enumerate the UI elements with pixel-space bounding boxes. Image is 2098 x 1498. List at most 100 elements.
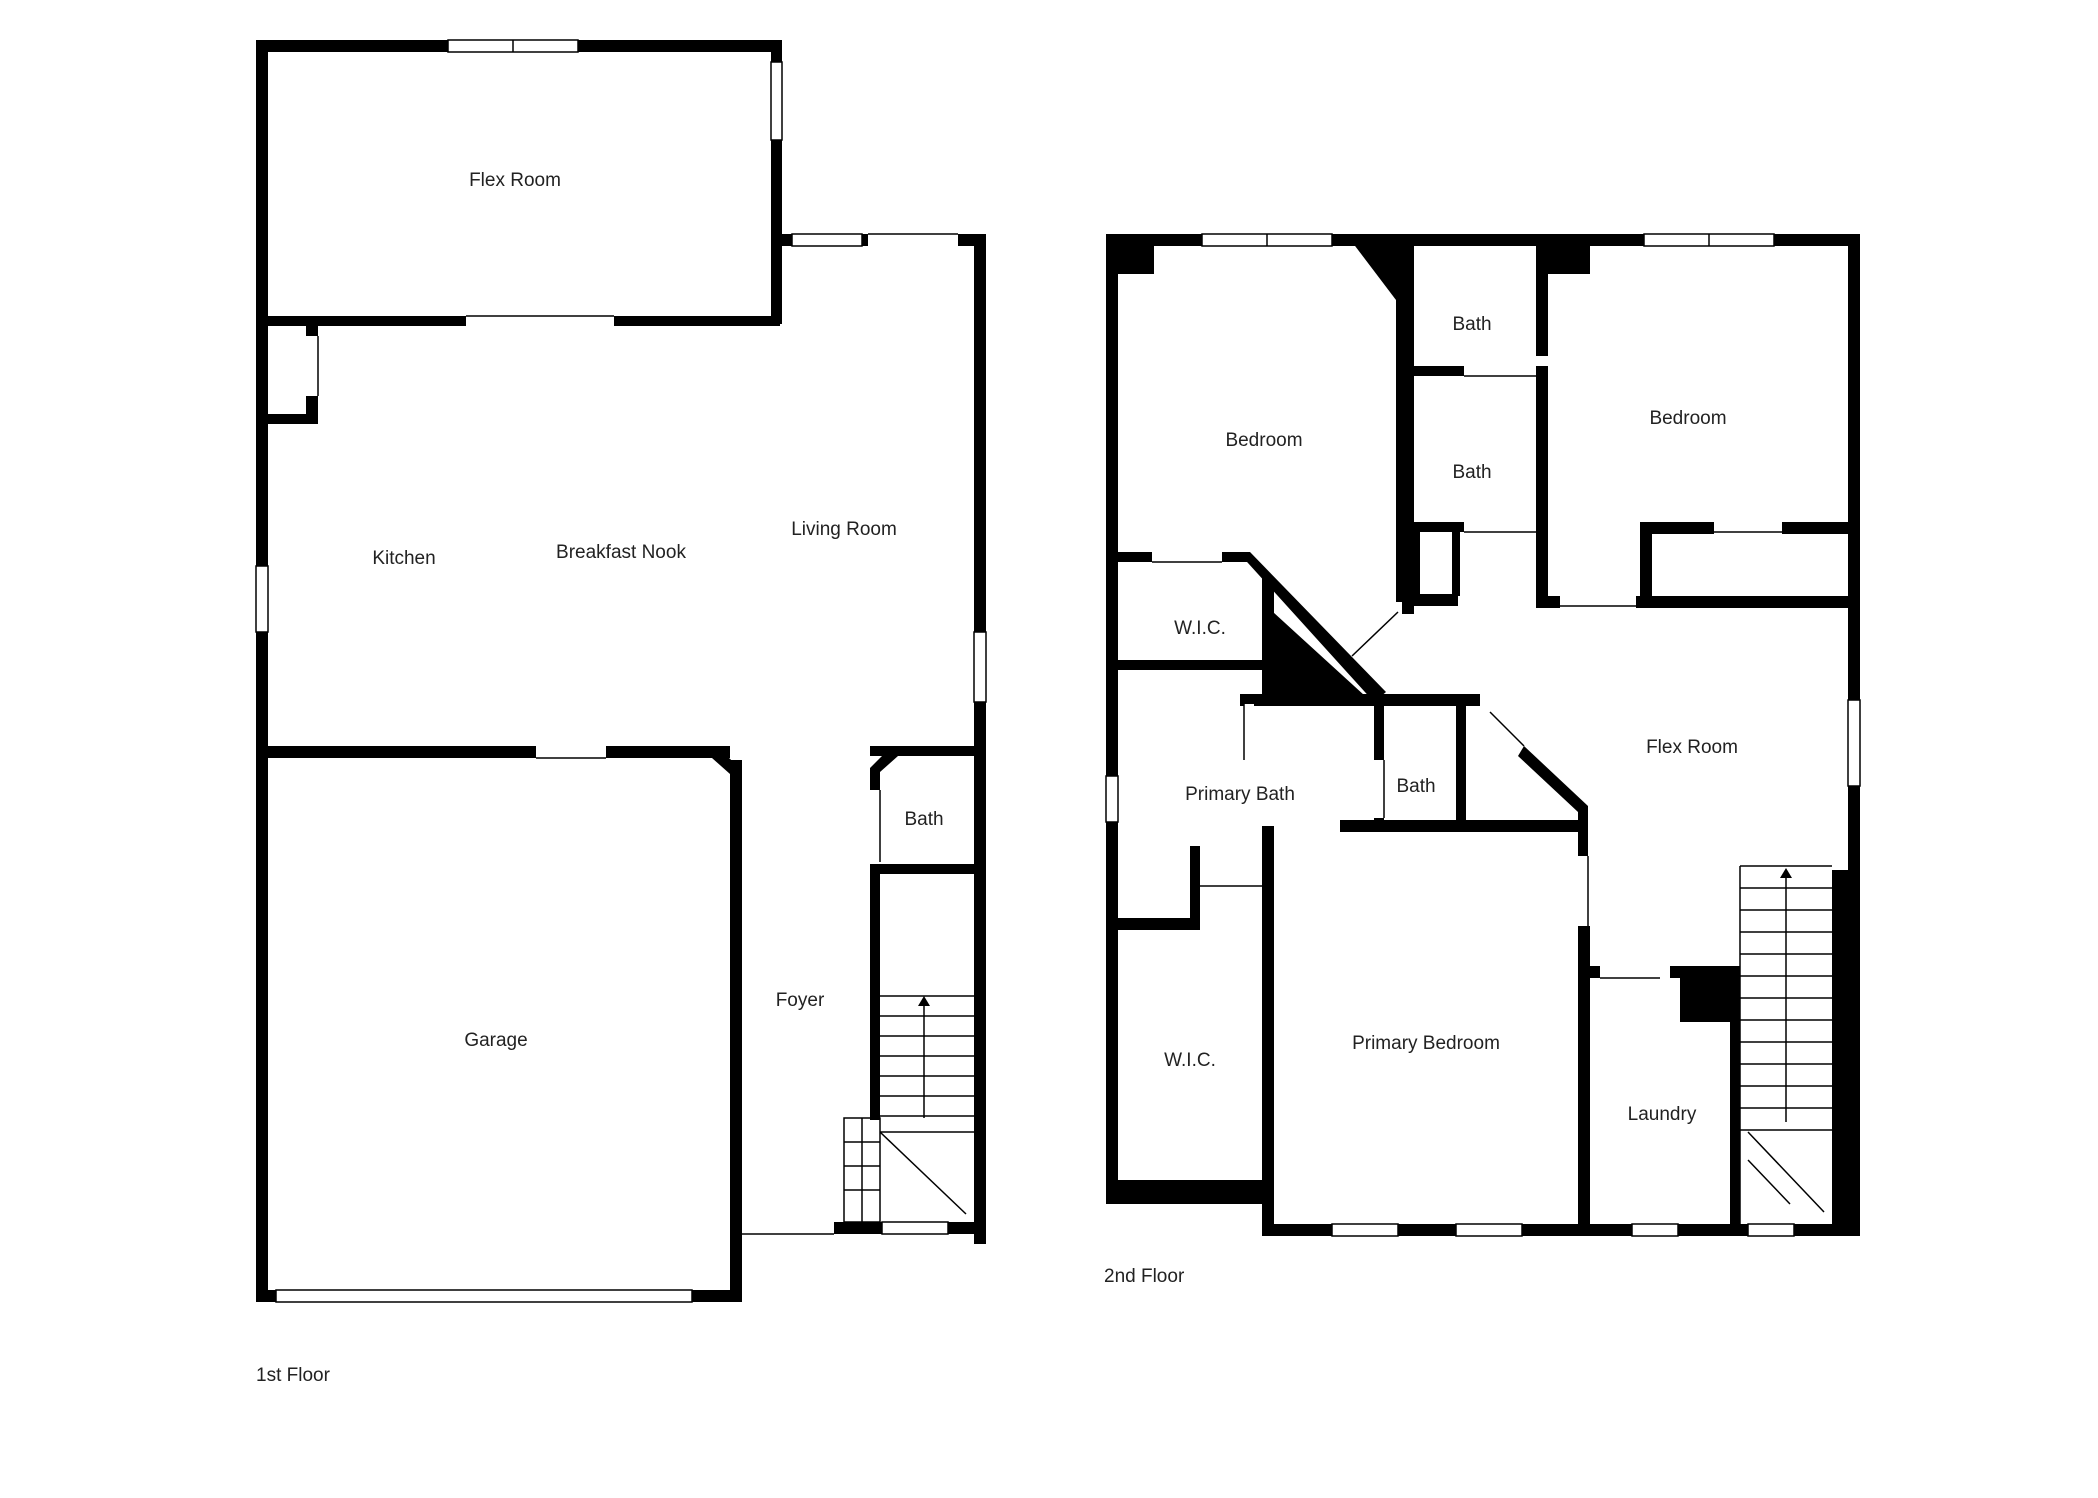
wall [1262,826,1274,1236]
floor-label-second: 2nd Floor [1104,1266,1185,1287]
wall [1636,596,1860,608]
wall [1340,820,1584,832]
garage-door [275,1289,693,1303]
wall [1112,1180,1272,1192]
wall [1408,366,1464,376]
wall [1112,918,1200,930]
stair-arrow-head [918,996,930,1006]
wall [1112,552,1152,562]
door-opening [1200,882,1262,892]
wall [1222,552,1250,562]
stair-winder [1747,1131,1825,1213]
wall [256,40,268,1302]
stair-arrow-head [1780,868,1792,878]
window [1105,775,1119,823]
wall [1190,846,1200,926]
room-label-living-room: Living Room [791,519,897,540]
door-opening [1464,364,1536,378]
door-opening [1714,520,1782,536]
room-label-bath: Bath [1452,314,1491,335]
door-opening [304,336,320,396]
window [1631,1223,1679,1237]
door-opening [466,314,614,328]
window [1747,1223,1795,1237]
wall [1832,870,1860,1236]
wall [1518,746,1588,844]
room-label-foyer: Foyer [776,990,825,1011]
door-line [1351,611,1399,657]
window [791,233,863,247]
door-opening [868,790,882,862]
room-label-bath: Bath [904,809,943,830]
room-label-wic: W.I.C. [1164,1050,1216,1071]
staircase [1739,865,1832,1224]
door-line [1489,711,1525,747]
wall [1640,522,1652,604]
front-door [742,1220,834,1236]
room-label-bedroom: Bedroom [1649,408,1726,429]
wall [1106,1192,1268,1204]
window [255,565,269,633]
room-label-bedroom: Bedroom [1225,430,1302,451]
wall [256,414,318,424]
wall [1408,594,1458,606]
room-label-flex-room: Flex Room [469,170,561,191]
room-label-bath: Bath [1452,462,1491,483]
room-label-primary-bath: Primary Bath [1185,784,1295,805]
floor-label-first: 1st Floor [256,1365,331,1386]
wall [870,864,986,874]
door-opening [1600,964,1660,980]
room-label-laundry: Laundry [1628,1104,1697,1125]
wall [771,140,782,324]
wall [1106,234,1154,274]
door-opening [1576,856,1590,926]
door-opening [1244,704,1254,760]
wall [1408,532,1420,606]
door-opening [536,744,606,760]
wall [1346,234,1410,300]
wall [1452,532,1460,596]
wall [1456,706,1466,826]
wall [870,746,986,756]
door-opening [1372,760,1386,818]
door-opening [1560,594,1636,610]
wall [1112,660,1272,670]
wall [870,864,880,1120]
room-label-flex-room: Flex Room [1646,737,1738,758]
window [881,1221,949,1235]
wall [1536,234,1548,604]
stair-winder [1747,1159,1791,1205]
room-label-bath: Bath [1396,776,1435,797]
second-floor-plan: Bedroom Bath Bath Bedroom W.I.C. Flex Ro… [1104,233,1861,1287]
wall [1540,234,1590,274]
wall [256,746,730,758]
wall [1536,596,1560,608]
window [770,61,783,141]
first-floor-plan: Flex Room Kitchen Breakfast Nook Living … [255,39,987,1386]
window [973,631,987,703]
door-opening [1464,520,1536,534]
wall [1402,234,1414,614]
staircase [843,995,974,1223]
wall [1578,926,1590,1236]
wall [1106,234,1118,1204]
wall [1240,694,1480,706]
wall [974,234,986,1244]
room-label-garage: Garage [464,1030,527,1051]
door-opening [1152,550,1222,564]
window [1331,1223,1399,1237]
room-label-primary-bedroom: Primary Bedroom [1352,1033,1500,1054]
wall [1680,968,1730,1022]
door-opening [868,234,958,248]
wall [1408,522,1464,532]
door-opening [1534,356,1550,366]
wall [712,746,742,782]
room-label-kitchen: Kitchen [372,548,435,569]
window [1847,699,1861,787]
wall [1262,1224,1860,1236]
wall [730,760,742,1302]
room-label-wic: W.I.C. [1174,618,1226,639]
stair-winder [879,1131,967,1215]
wall [1730,966,1740,1236]
